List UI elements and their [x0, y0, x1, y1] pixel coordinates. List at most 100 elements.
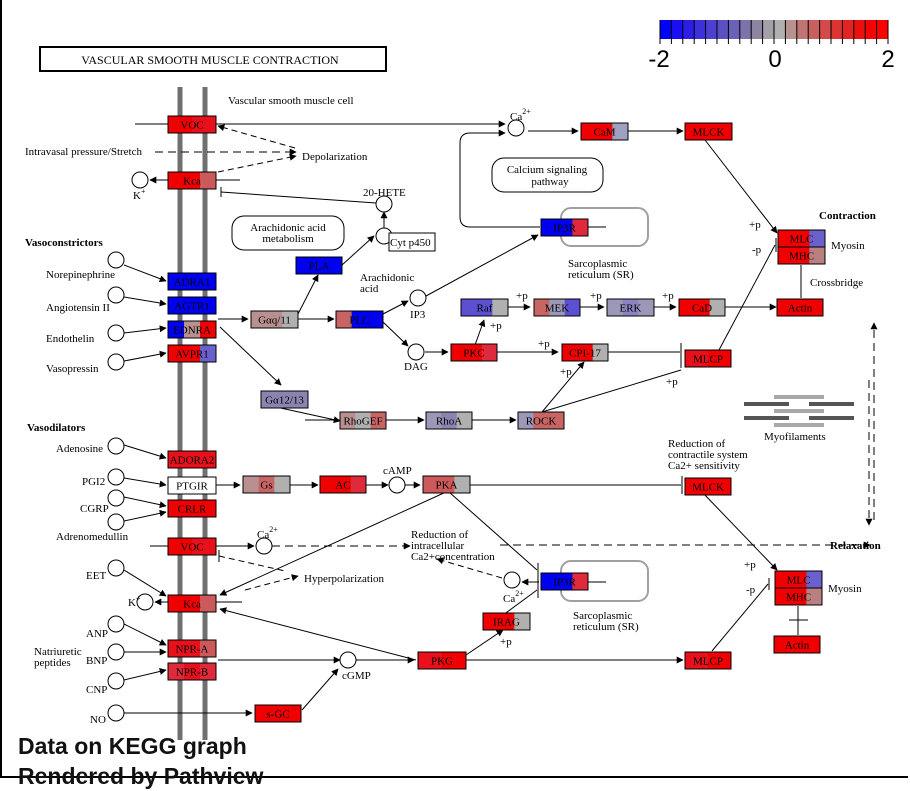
gene-node-mlcp_bot[interactable]: MLCP: [684, 651, 732, 670]
label-reduction-ca-1: Reduction of: [411, 529, 468, 541]
label-ca-bot: Ca2+: [503, 589, 524, 605]
node-border: [533, 298, 581, 317]
gene-node-crlr[interactable]: CRLR: [167, 499, 217, 518]
gene-node-voc_bot[interactable]: VOC: [167, 537, 217, 556]
gene-node-mlck_bot[interactable]: MLCK: [684, 477, 732, 496]
node-border: [319, 475, 367, 494]
gene-node-voc_top[interactable]: VOC: [167, 115, 217, 134]
arachidonic-metabolism-map[interactable]: [231, 215, 345, 251]
node-border: [776, 298, 824, 317]
node-color-segment: [426, 412, 442, 429]
node-label: s-GC: [266, 709, 289, 721]
gene-node-raf[interactable]: Raf: [460, 298, 509, 317]
k-compound-bot: [136, 593, 154, 611]
gene-node-nprb[interactable]: NPR-B: [167, 662, 217, 681]
legend-color-step: [876, 20, 889, 39]
gene-node-ptgir[interactable]: PTGIR: [167, 476, 217, 495]
node-border: [774, 587, 823, 606]
node-color-segment: [577, 344, 594, 361]
gene-node-ip3r_top[interactable]: IP3R: [540, 218, 589, 237]
node-color-segment: [562, 344, 578, 361]
gene-node-mhc_top[interactable]: MHC: [777, 246, 826, 265]
gene-node-ac[interactable]: AC: [319, 475, 367, 494]
gene-node-cam[interactable]: CaM: [580, 122, 629, 141]
node-color-segment: [168, 116, 193, 133]
node-color-segment: [514, 613, 531, 630]
node-border: [242, 475, 291, 494]
cgrp-compound: [107, 489, 125, 507]
label-calcium-path-2: pathway: [531, 176, 569, 188]
node-color-segment: [778, 230, 795, 247]
node-color-segment: [355, 412, 372, 429]
node-color-segment: [184, 663, 201, 680]
gene-node-pka[interactable]: PKA: [422, 475, 471, 494]
hete-compound: [375, 195, 393, 213]
gene-node-kca_top[interactable]: Kca: [167, 171, 217, 190]
node-color-segment: [184, 640, 201, 657]
node-color-segment: [200, 640, 217, 657]
node-color-segment: [498, 613, 515, 630]
node-color-segment: [168, 477, 217, 494]
label-dag: DAG: [404, 361, 428, 373]
gene-node-gs[interactable]: Gs: [242, 475, 291, 494]
node-border: [295, 256, 343, 275]
gene-node-npra[interactable]: NPR-A: [167, 639, 217, 658]
adenosine-compound: [107, 437, 125, 455]
legend-color-step: [751, 20, 763, 39]
gene-node-mlc_bot[interactable]: MLC: [774, 570, 823, 589]
label-sr-top-1: Sarcoplasmic: [568, 258, 627, 270]
gene-node-pkg[interactable]: PKG: [417, 651, 467, 670]
node-color-segment: [456, 412, 473, 429]
gene-node-sgc[interactable]: s-GC: [254, 704, 302, 723]
node-color-segment: [296, 257, 343, 274]
label-adrenomedullin: Adrenomedullin: [56, 531, 129, 543]
legend-color-step: [728, 20, 741, 39]
gene-node-mhc_bot[interactable]: MHC: [774, 587, 823, 606]
node-color-segment: [320, 476, 336, 493]
gene-node-adora2[interactable]: ADORA2: [167, 450, 217, 469]
gene-node-erk[interactable]: ERK: [606, 298, 655, 317]
gene-node-avpr1[interactable]: AVPR1: [167, 344, 217, 363]
node-color-segment: [685, 652, 709, 669]
gene-node-rock[interactable]: ROCK: [517, 411, 565, 430]
gene-node-kca_bot[interactable]: Kca: [167, 594, 217, 613]
gene-node-mek[interactable]: MEK: [533, 298, 581, 317]
gene-node-agtr1[interactable]: AGTR1: [167, 296, 217, 315]
gene-node-mlc_top[interactable]: MLC: [777, 229, 826, 248]
node-color-segment: [200, 172, 217, 189]
legend-color-step: [660, 20, 672, 39]
gene-node-cad[interactable]: CaD: [678, 298, 726, 317]
node-color-segment: [775, 571, 792, 588]
legend-color-step: [739, 20, 752, 39]
gene-node-mlck_top[interactable]: MLCK: [684, 122, 733, 141]
node-color-segment: [168, 297, 217, 314]
gene-node-mlcp_top[interactable]: MLCP: [684, 349, 732, 368]
calcium-signaling-map[interactable]: [491, 157, 604, 193]
gene-node-cpi17[interactable]: CPI-17: [561, 343, 609, 362]
node-label: MLCK: [693, 127, 725, 139]
gene-node-ip3r_bot[interactable]: IP3R: [540, 572, 589, 591]
node-color-segment: [556, 573, 573, 590]
gene-node-actin_bot[interactable]: Actin: [773, 635, 821, 654]
label-plus-p-pkc-raf: +p: [490, 320, 502, 332]
gene-node-pkc[interactable]: PKC: [450, 343, 498, 362]
node-color-segment: [168, 172, 185, 189]
gene-node-ga1213[interactable]: Gα12/13: [260, 390, 309, 409]
gene-node-gaq11[interactable]: Gαq/11: [250, 310, 299, 329]
adrenomedullin-compound: [107, 513, 125, 531]
node-color-segment: [694, 299, 711, 316]
node-border: [606, 298, 655, 317]
gene-node-rhoa[interactable]: RhoA: [425, 411, 473, 430]
node-label: ADORA2: [170, 455, 215, 467]
node-border: [167, 662, 217, 681]
gene-node-ednra[interactable]: EDNRA: [167, 320, 217, 339]
gene-node-pla[interactable]: PLA: [295, 256, 343, 275]
gene-node-adra1[interactable]: ADRA1: [167, 272, 217, 291]
legend-color-step: [774, 20, 786, 39]
legend-mid-label: 0: [768, 46, 781, 73]
gene-node-actin_top[interactable]: Actin: [776, 298, 824, 317]
gene-node-plc[interactable]: PLC: [335, 310, 384, 329]
gene-node-rhogef[interactable]: RhoGEF: [339, 411, 387, 430]
gene-node-irag[interactable]: IRAG: [482, 612, 531, 631]
